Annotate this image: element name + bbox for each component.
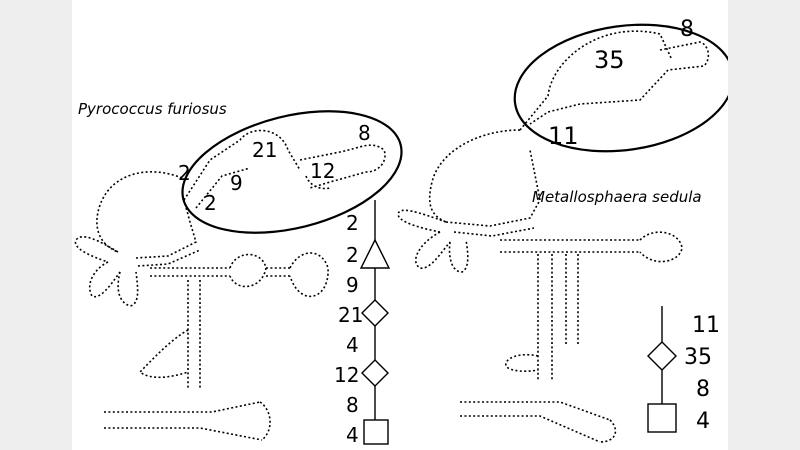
right-helix-numbers: 35 8 11 [548,17,694,150]
left-tree-label-5: 4 [346,333,359,357]
right-margin [728,0,800,450]
left-arm-3 [117,271,139,307]
left-tree-label-8: 4 [346,423,359,447]
species-label-right: Metallosphaera sedula [532,188,702,206]
right-upper-hairpin [659,41,710,71]
left-bottom-end [259,401,271,441]
left-central-helix-2 [137,249,201,267]
left-tree-label-1: 2 [346,211,359,235]
right-bottom-end [599,419,617,443]
right-enclosure-ellipse [513,23,728,153]
left-right-helix [299,144,386,189]
right-mid-helix-b [453,227,535,237]
left-hairpin-2 [289,252,329,298]
left-tree-label-2: 2 [346,243,359,267]
diagram-panel: 2 21 8 9 12 2 Pyrococcus furiosus 2 2 9 … [72,0,728,450]
left-small-loop [305,175,331,190]
right-end-loop [639,231,683,263]
left-side-loop [138,329,189,379]
left-helix-numbers: 2 21 8 9 12 2 [178,121,371,215]
left-top-arm-2 [195,167,251,209]
right-bottom-stem-b [460,415,601,443]
right-upper-return [529,69,669,125]
left-hairpin-stem [266,267,290,277]
right-upper-helix [519,30,673,131]
right-tree-label-3: 8 [696,377,710,402]
right-side-loop [505,353,539,372]
right-helix-8: 8 [680,17,694,42]
left-helix-8: 8 [358,121,371,145]
right-tree [647,306,677,433]
left-bottom-stem-b [104,427,263,441]
left-helix-2-bottom: 2 [204,191,217,215]
right-helix-11: 11 [548,122,579,150]
right-arm-1 [397,209,447,233]
left-top-arm [183,129,301,201]
right-arm-3 [448,239,469,273]
right-inner-stem [565,254,579,346]
right-helix-35: 35 [594,46,625,74]
right-arm-2 [415,231,451,269]
right-big-loop [428,129,521,223]
right-tree-labels: 11 35 8 4 [684,313,720,434]
right-tree-square [647,403,677,433]
left-enclosure-ellipse [181,110,403,234]
left-tree-label-3: 9 [346,273,359,297]
left-tree-diamond-2 [361,359,389,387]
left-helix-9: 9 [230,171,243,195]
left-tree-labels: 2 2 9 21 4 12 8 4 [334,211,363,447]
left-margin [0,0,72,450]
left-helix-12: 12 [310,159,335,183]
right-tree-diamond [647,341,677,371]
rna-structure-diagram: 2 21 8 9 12 2 Pyrococcus furiosus 2 2 9 … [74,17,728,447]
left-helix-21: 21 [252,138,277,162]
left-tree-diamond-1 [361,299,389,327]
left-rna-structure [74,129,386,441]
left-arm-1 [74,236,119,263]
left-helix-2-top: 2 [178,161,191,185]
species-label-left: Pyrococcus furiosus [78,100,227,118]
left-tree-label-4: 21 [338,303,363,327]
left-tree [359,200,391,445]
left-hairpin-1 [229,253,267,288]
right-rna-structure [397,30,710,443]
left-tree-label-7: 8 [346,393,359,417]
left-tree-label-6: 12 [334,363,359,387]
right-tree-label-4: 4 [696,409,710,434]
left-arm-2 [88,261,121,298]
left-central-helix [135,199,197,259]
right-bottom-stem-a [460,401,611,421]
left-big-loop [96,171,183,253]
right-mid-helix-a [445,149,541,227]
left-tree-triangle [359,238,391,269]
left-bottom-stem-a [104,401,261,413]
right-tree-label-2: 35 [684,345,712,370]
right-tree-label-1: 11 [692,313,720,338]
left-tree-square [363,419,389,445]
